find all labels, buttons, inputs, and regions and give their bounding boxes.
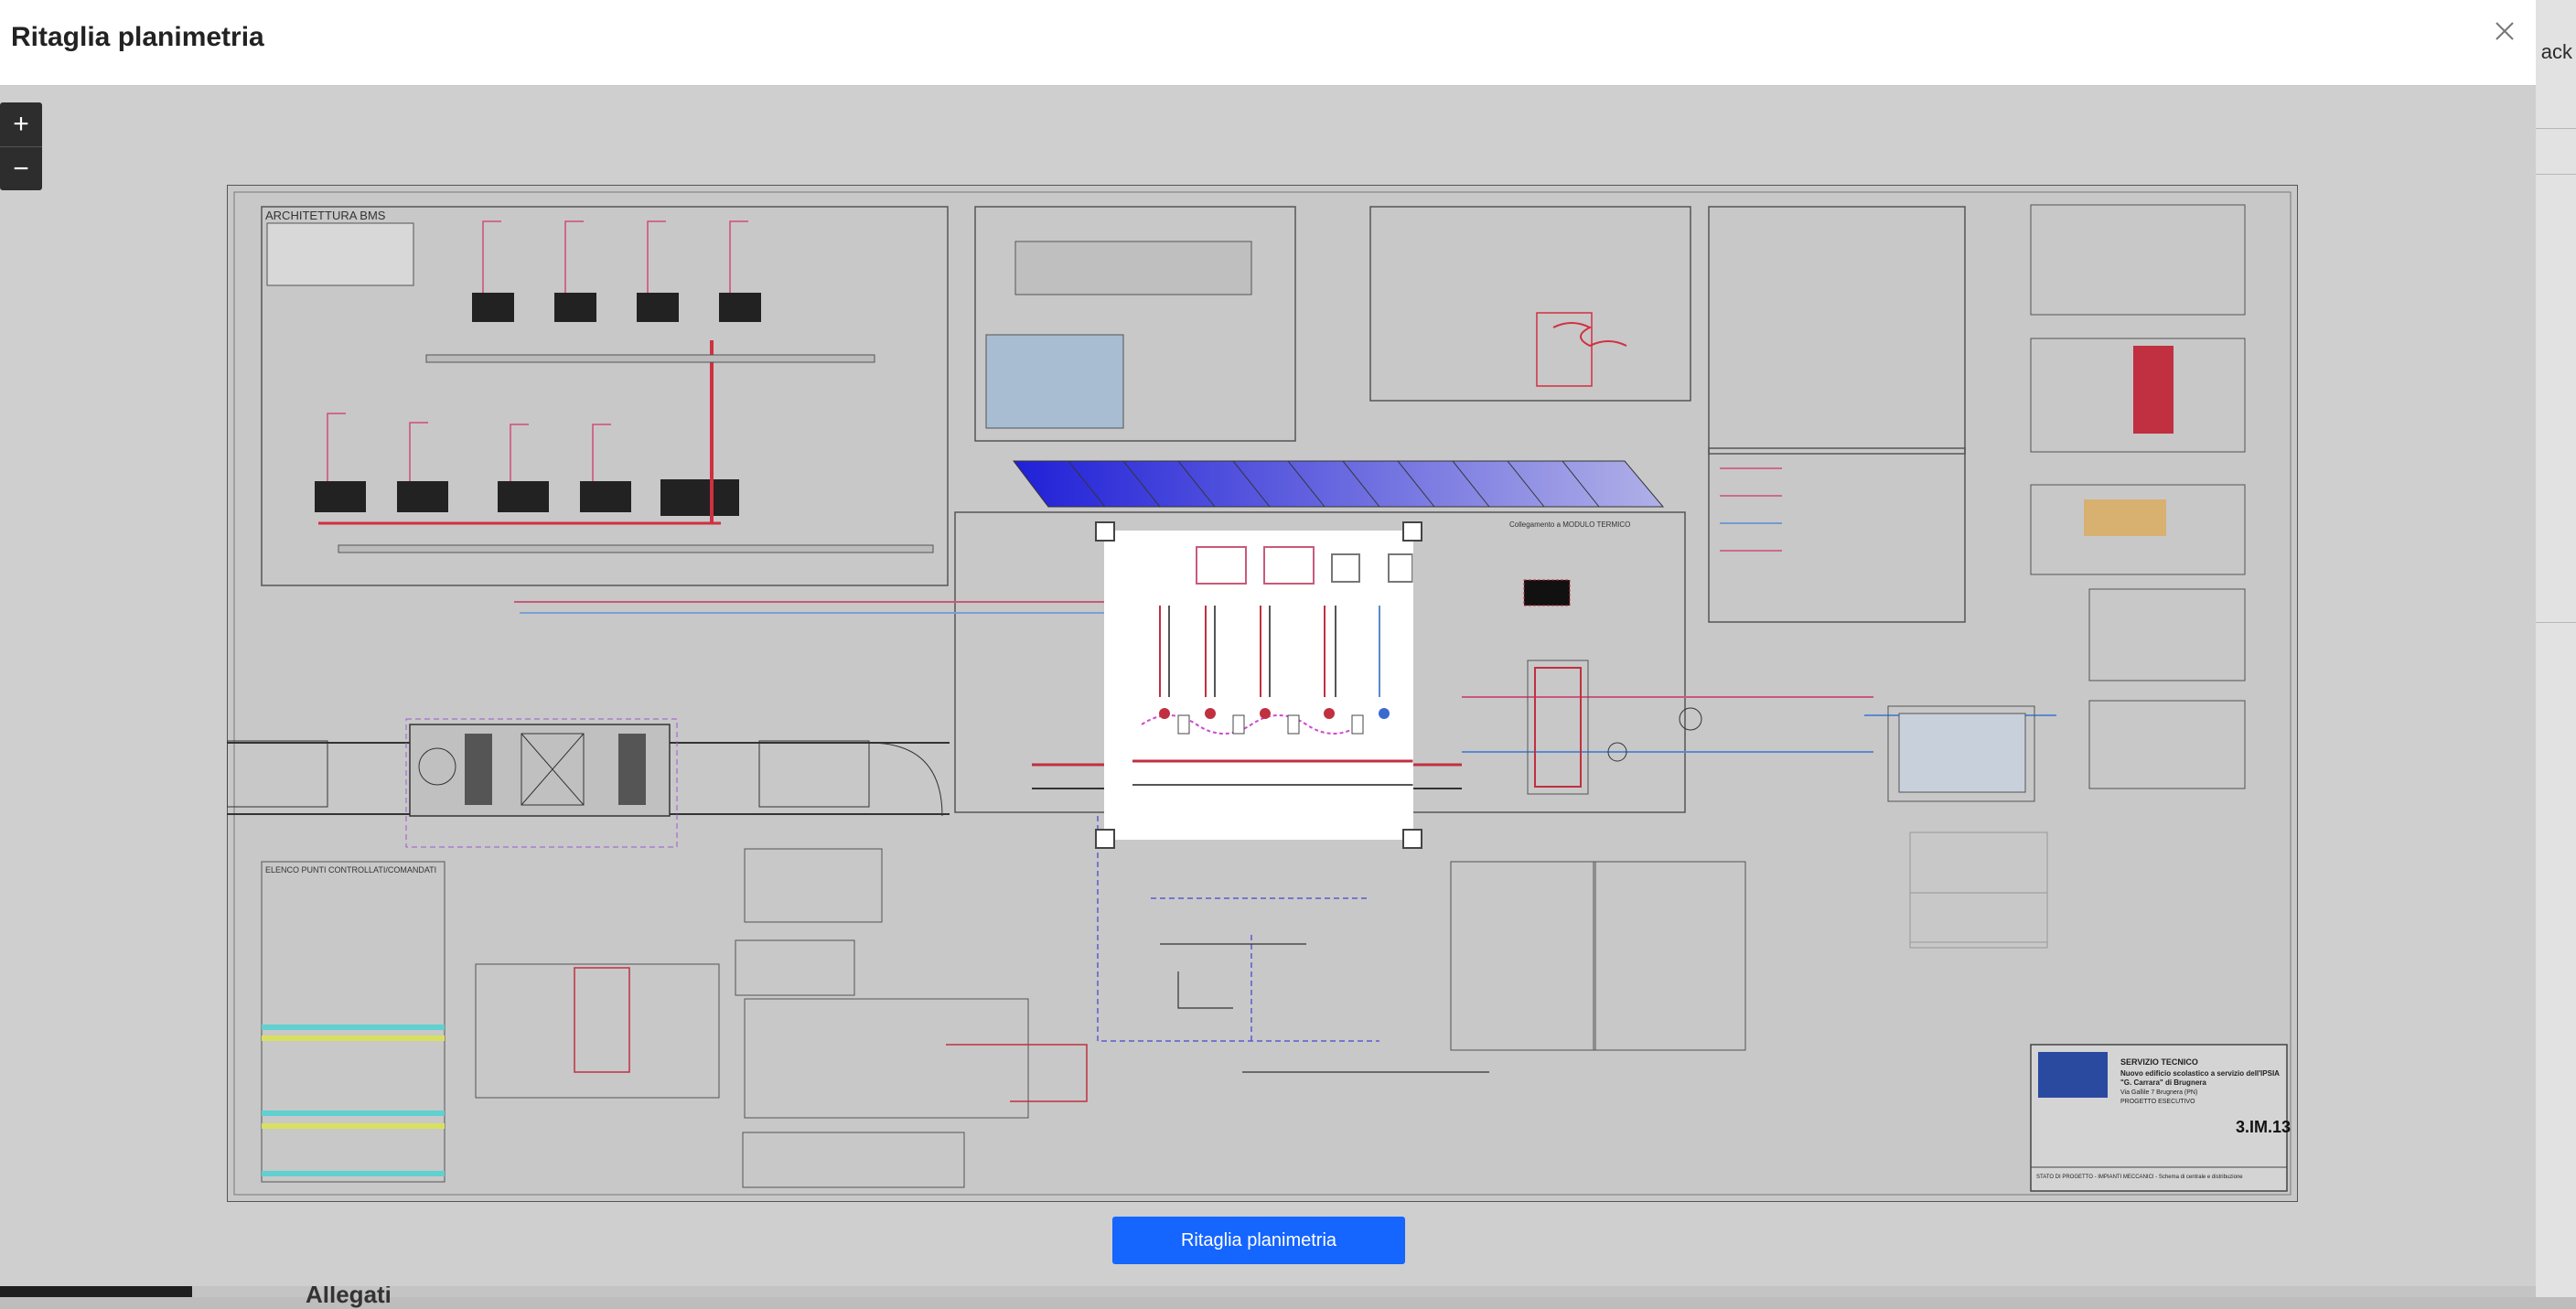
modal-title: Ritaglia planimetria xyxy=(11,22,264,52)
crop-handle-bottom-left[interactable] xyxy=(1095,829,1115,849)
title-block-line: "G. Carrara" di Brugnera xyxy=(2120,1078,2206,1087)
title-block-line: SERVIZIO TECNICO xyxy=(2120,1057,2198,1067)
floor-plan-image[interactable]: ARCHITETTURA BMS xyxy=(227,185,2298,1202)
title-block-line: PROGETTO ESECUTIVO xyxy=(2120,1099,2195,1105)
title-block-status: STATO DI PROGETTO - IMPIANTI MECCANICI -… xyxy=(2036,1175,2243,1180)
crop-handle-top-right[interactable] xyxy=(1402,521,1422,542)
crop-plan-button[interactable]: Ritaglia planimetria xyxy=(1112,1217,1405,1264)
zoom-control: + − xyxy=(0,102,42,190)
floor-plan-drawing: ARCHITETTURA BMS xyxy=(227,185,2298,1202)
title-block-line: Nuovo edificio scolastico a servizio del… xyxy=(2120,1069,2280,1078)
crop-handle-top-left[interactable] xyxy=(1095,521,1115,542)
close-icon xyxy=(2496,22,2514,40)
background-right-strip xyxy=(2536,0,2576,1297)
title-block-line: Via Gallile 7 Brugnera (PN) xyxy=(2120,1089,2197,1096)
zoom-out-button[interactable]: − xyxy=(0,146,42,190)
back-link[interactable]: ack xyxy=(2540,40,2572,63)
modal-header: Ritaglia planimetria xyxy=(0,0,2536,86)
points-title: ELENCO PUNTI CONTROLLATI/COMANDATI xyxy=(265,865,436,874)
crop-selection[interactable] xyxy=(1095,521,1422,849)
crop-handle-bottom-right[interactable] xyxy=(1402,829,1422,849)
footer-bar xyxy=(0,1286,192,1297)
zoom-in-button[interactable]: + xyxy=(13,109,29,139)
sheet-code: 3.IM.13 xyxy=(2236,1118,2291,1136)
circuit-label: Collegamento a MODULO TERMICO xyxy=(1509,520,1630,529)
close-button[interactable] xyxy=(2486,13,2523,49)
crop-modal: Ritaglia planimetria + − ARCHIT xyxy=(0,0,2536,1286)
bms-title: ARCHITETTURA BMS xyxy=(265,209,386,222)
